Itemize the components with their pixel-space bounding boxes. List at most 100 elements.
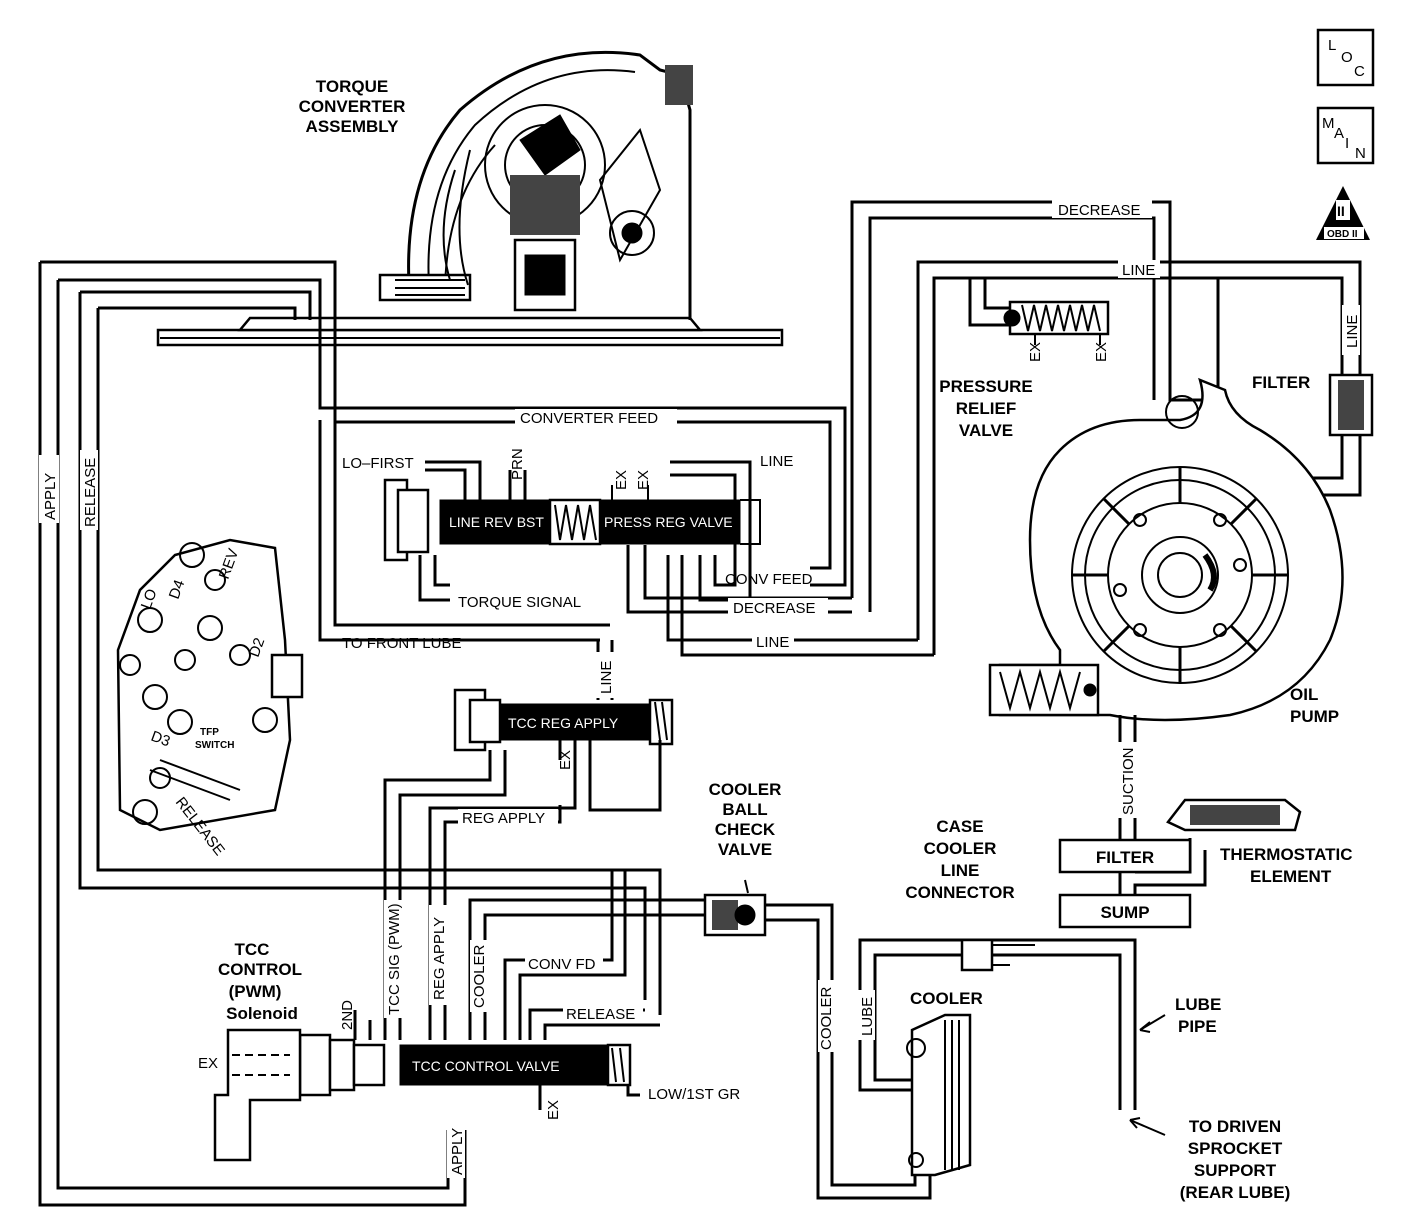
- obd-ii-badge: II OBD II: [1316, 186, 1370, 240]
- svg-text:CHECK: CHECK: [715, 820, 776, 839]
- svg-text:D4: D4: [166, 578, 189, 602]
- svg-text:FILTER: FILTER: [1252, 373, 1310, 392]
- svg-text:EX: EX: [1093, 342, 1110, 362]
- svg-text:TCC CONTROL VALVE: TCC CONTROL VALVE: [412, 1058, 560, 1074]
- svg-text:TORQUE SIGNAL: TORQUE SIGNAL: [458, 594, 581, 611]
- cooler-lines: COOLER LUBE: [765, 903, 1137, 1200]
- svg-text:I: I: [1345, 135, 1349, 152]
- svg-text:TCC REG APPLY: TCC REG APPLY: [508, 715, 619, 731]
- svg-text:EX: EX: [198, 1055, 218, 1072]
- svg-text:CONVERTER FEED: CONVERTER FEED: [520, 410, 658, 427]
- pressure-relief-title: PRESSURE RELIEF VALVE: [939, 377, 1033, 440]
- svg-text:CONNECTOR: CONNECTOR: [905, 883, 1014, 902]
- svg-text:RELEASE: RELEASE: [82, 458, 99, 527]
- svg-text:THERMOSTATIC: THERMOSTATIC: [1220, 845, 1353, 864]
- svg-text:CONTROL: CONTROL: [218, 960, 302, 979]
- svg-text:EX: EX: [1027, 342, 1044, 362]
- svg-text:OBD II: OBD II: [1327, 229, 1358, 240]
- svg-text:Solenoid: Solenoid: [226, 1004, 298, 1023]
- svg-text:TORQUE: TORQUE: [316, 77, 388, 96]
- svg-text:APPLY: APPLY: [42, 473, 59, 520]
- case-cooler-line-connector: CASE COOLER LINE CONNECTOR: [905, 817, 1035, 972]
- cooler-unit: COOLER: [906, 989, 983, 1177]
- svg-text:SPROCKET: SPROCKET: [1188, 1139, 1283, 1158]
- svg-text:CONVERTER: CONVERTER: [299, 97, 406, 116]
- thermostatic-element: THERMOSTATIC ELEMENT: [1166, 798, 1353, 886]
- svg-text:TO DRIVEN: TO DRIVEN: [1189, 1117, 1281, 1136]
- svg-text:COOLER: COOLER: [709, 780, 782, 799]
- svg-text:C: C: [1354, 63, 1365, 80]
- tcc-pwm-solenoid: [213, 1028, 302, 1162]
- svg-text:LINE REV BST: LINE REV BST: [449, 514, 544, 530]
- svg-text:REG APPLY: REG APPLY: [431, 917, 448, 1000]
- svg-text:TCC: TCC: [235, 940, 270, 959]
- svg-text:LUBE: LUBE: [1175, 995, 1221, 1014]
- svg-text:COOLER: COOLER: [471, 944, 488, 1008]
- svg-text:LINE: LINE: [760, 453, 793, 470]
- svg-text:PUMP: PUMP: [1290, 707, 1339, 726]
- svg-text:LINE: LINE: [1344, 315, 1361, 348]
- svg-text:LINE: LINE: [941, 861, 980, 880]
- svg-text:OIL: OIL: [1290, 685, 1318, 704]
- svg-text:L: L: [1328, 37, 1336, 54]
- svg-text:A: A: [1334, 125, 1344, 142]
- svg-text:TFP: TFP: [200, 727, 219, 738]
- svg-text:EX: EX: [635, 470, 652, 490]
- svg-text:LINE: LINE: [598, 661, 615, 694]
- svg-text:SWITCH: SWITCH: [195, 740, 234, 751]
- tcc-reg-apply-valve: TCC REG APPLY EX: [453, 688, 674, 812]
- svg-text:VALVE: VALVE: [959, 421, 1013, 440]
- pressure-reg-labels: LO–FIRST PRN EX EX LINE CONV FEED TORQUE…: [342, 409, 828, 698]
- svg-text:LOW/1ST GR: LOW/1ST GR: [648, 1086, 740, 1103]
- cooler-ball-check-valve: [703, 879, 767, 937]
- svg-text:LUBE: LUBE: [859, 997, 876, 1036]
- svg-text:COOLER: COOLER: [924, 839, 997, 858]
- main-badge: M A I N: [1316, 106, 1375, 165]
- svg-text:LO: LO: [138, 587, 161, 612]
- pressure-relief-valve: EX EX: [1003, 300, 1110, 362]
- svg-text:FILTER: FILTER: [1096, 848, 1154, 867]
- svg-text:D2: D2: [246, 636, 269, 660]
- to-driven-sprocket: TO DRIVEN SPROCKET SUPPORT (REAR LUBE): [1129, 1117, 1291, 1202]
- oil-pump: [988, 377, 1344, 722]
- sump-box: SUMP: [1058, 893, 1192, 929]
- svg-text:ELEMENT: ELEMENT: [1250, 867, 1332, 886]
- svg-text:TO FRONT LUBE: TO FRONT LUBE: [342, 635, 461, 652]
- svg-text:BALL: BALL: [722, 800, 767, 819]
- svg-text:CONV FEED: CONV FEED: [725, 571, 813, 588]
- svg-text:DECREASE: DECREASE: [733, 600, 816, 617]
- svg-text:M: M: [1322, 115, 1335, 132]
- filter-box: FILTER: [1058, 838, 1192, 874]
- svg-text:SUPPORT: SUPPORT: [1194, 1161, 1277, 1180]
- svg-text:D3: D3: [149, 728, 173, 751]
- top-passage-labels: DECREASE LINE LINE: [1052, 200, 1361, 355]
- svg-text:EX: EX: [557, 750, 574, 770]
- pump-filter: FILTER: [1252, 373, 1374, 437]
- svg-text:II: II: [1337, 203, 1345, 219]
- svg-text:2ND: 2ND: [339, 1000, 356, 1030]
- press-reg-valve: PRESS REG VALVE: [599, 485, 761, 545]
- svg-text:(PWM): (PWM): [229, 982, 282, 1001]
- svg-text:LINE: LINE: [756, 634, 789, 651]
- outer-loop-labels: APPLY RELEASE: [39, 450, 99, 530]
- svg-text:CONV FD: CONV FD: [528, 956, 596, 973]
- svg-text:VALVE: VALVE: [718, 840, 772, 859]
- svg-text:TCC SIG (PWM): TCC SIG (PWM): [386, 903, 403, 1015]
- svg-text:N: N: [1355, 145, 1366, 162]
- svg-text:(REAR LUBE): (REAR LUBE): [1180, 1183, 1291, 1202]
- svg-text:PIPE: PIPE: [1178, 1017, 1217, 1036]
- svg-text:LINE: LINE: [1122, 262, 1155, 279]
- svg-text:RELEASE: RELEASE: [566, 1006, 635, 1023]
- outer-passages: [38, 260, 662, 1207]
- svg-text:REG APPLY: REG APPLY: [462, 810, 545, 827]
- svg-text:DECREASE: DECREASE: [1058, 202, 1141, 219]
- svg-text:SUMP: SUMP: [1100, 903, 1149, 922]
- oil-pump-title: OIL PUMP: [1290, 685, 1339, 726]
- tfp-switch: LO D4 REV D2 D3 TFP SWITCH RELEASE: [116, 538, 304, 859]
- svg-text:CASE: CASE: [936, 817, 983, 836]
- svg-text:ASSEMBLY: ASSEMBLY: [306, 117, 400, 136]
- lube-pipe: LUBE PIPE: [1139, 995, 1221, 1036]
- svg-text:EX: EX: [613, 470, 630, 490]
- svg-text:PRN: PRN: [509, 448, 526, 480]
